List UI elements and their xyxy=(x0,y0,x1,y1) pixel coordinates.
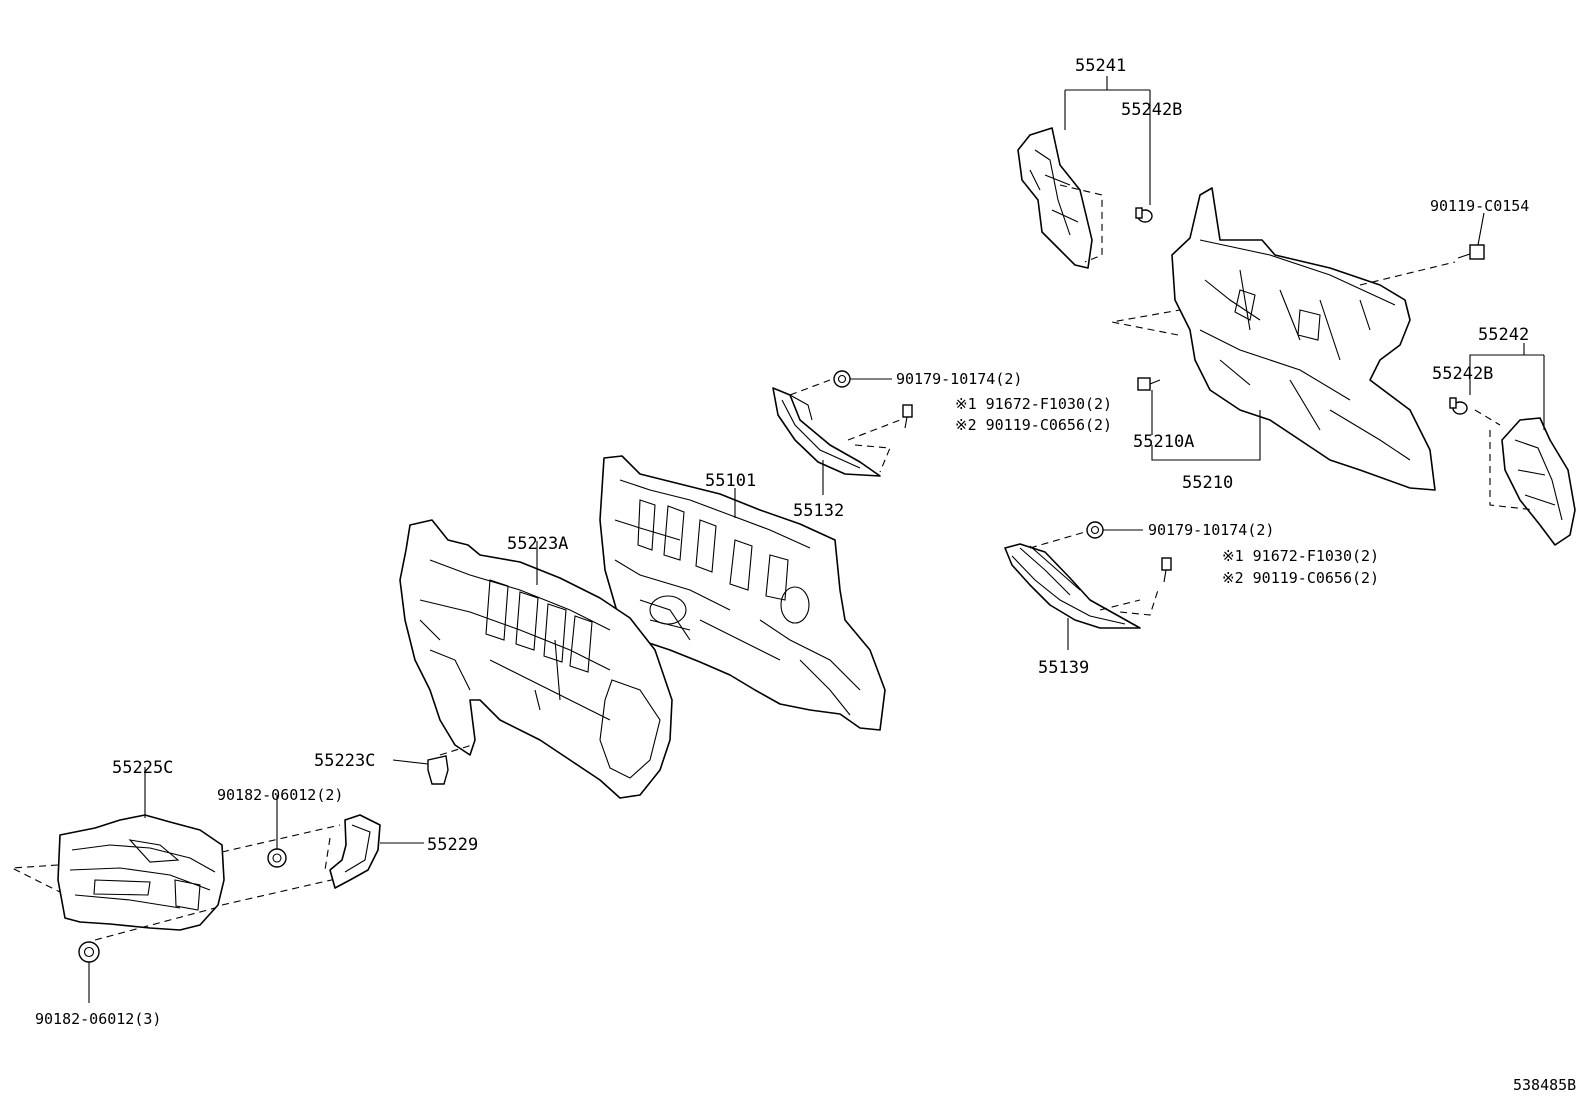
part-55242B-right-clip[interactable] xyxy=(1449,397,1468,415)
label-55210: 55210 xyxy=(1182,473,1233,493)
label-90182-2: 90182-06012(2) xyxy=(217,786,343,804)
label-55225C: 55225C xyxy=(112,758,173,778)
label-55229: 55229 xyxy=(427,835,478,855)
label-90119-C0656-top: ※2 90119-C0656(2) xyxy=(955,416,1112,434)
part-90179-top-nut[interactable] xyxy=(833,370,851,388)
part-55241-bracket[interactable] xyxy=(1017,127,1103,269)
label-55139: 55139 xyxy=(1038,658,1089,678)
part-90179-mid-nut[interactable] xyxy=(1086,521,1104,539)
part-91672-top-bolt[interactable] xyxy=(902,404,913,429)
label-55223C: 55223C xyxy=(314,751,375,771)
diagram-id: 538485B xyxy=(1513,1076,1576,1094)
label-91672-mid: ※1 91672-F1030(2) xyxy=(1222,547,1379,565)
label-90179-top: 90179-10174(2) xyxy=(896,370,1022,388)
part-55242B-top-clip[interactable] xyxy=(1135,207,1153,223)
part-55223A-insulator[interactable] xyxy=(399,519,673,799)
label-55210A: 55210A xyxy=(1133,432,1194,452)
label-55242B-right: 55242B xyxy=(1432,364,1493,384)
part-90119-C0154-bolt[interactable] xyxy=(1457,244,1485,260)
label-90182-3: 90182-06012(3) xyxy=(35,1010,161,1028)
label-91672-top: ※1 91672-F1030(2) xyxy=(955,395,1112,413)
part-55210A-bolt[interactable] xyxy=(1137,377,1161,391)
part-90182-2-nut[interactable] xyxy=(267,848,287,868)
label-55241: 55241 xyxy=(1075,56,1126,76)
label-55223A: 55223A xyxy=(507,534,568,554)
part-55229-bracket[interactable] xyxy=(324,814,381,889)
part-91672-mid-bolt[interactable] xyxy=(1161,557,1172,583)
label-55101: 55101 xyxy=(705,471,756,491)
part-55132-cover[interactable] xyxy=(772,379,901,477)
part-55225C-silencer[interactable] xyxy=(9,814,341,941)
leader-lines xyxy=(88,76,1545,1003)
part-55210-dash-panel[interactable] xyxy=(1111,187,1456,491)
part-55139-cover[interactable] xyxy=(1004,531,1159,629)
label-90179-mid: 90179-10174(2) xyxy=(1148,521,1274,539)
label-90119-C0656-mid: ※2 90119-C0656(2) xyxy=(1222,569,1379,587)
part-90182-3-nut[interactable] xyxy=(78,941,100,963)
label-55242B-top: 55242B xyxy=(1121,100,1182,120)
label-55242: 55242 xyxy=(1478,325,1529,345)
part-55242-bracket[interactable] xyxy=(1474,409,1576,546)
label-55132: 55132 xyxy=(793,501,844,521)
label-90119-C0154: 90119-C0154 xyxy=(1430,197,1529,215)
part-55223C-clip[interactable] xyxy=(427,744,473,785)
